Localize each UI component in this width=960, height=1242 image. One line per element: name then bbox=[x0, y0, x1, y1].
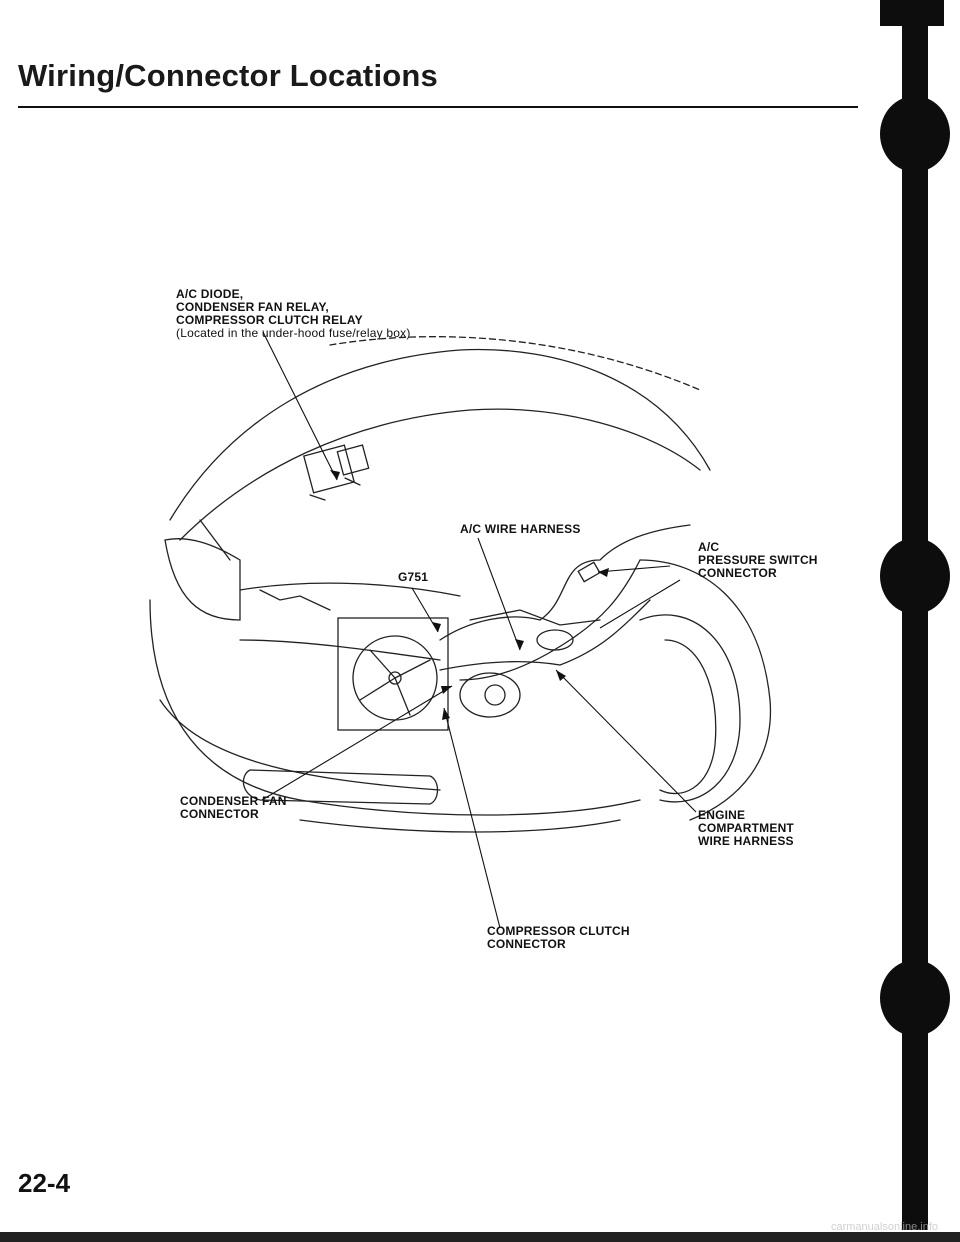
relay-box-callout-line: CONDENSER FAN RELAY, bbox=[176, 300, 329, 314]
title-underline bbox=[18, 106, 858, 108]
grille-slot bbox=[242, 769, 439, 805]
engine-harness-callout-line: COMPARTMENT bbox=[698, 821, 794, 835]
bottom-strip bbox=[0, 1232, 960, 1242]
ground-callout: G751 bbox=[398, 570, 429, 584]
wheel bbox=[659, 639, 717, 795]
hood-outline bbox=[169, 348, 711, 521]
condenser-frame bbox=[337, 617, 449, 731]
leader-engine-harness bbox=[555, 669, 697, 813]
binding-tab bbox=[880, 960, 950, 1036]
page-title: Wiring/Connector Locations bbox=[18, 58, 438, 93]
bumper-lower bbox=[159, 699, 441, 791]
hood-edge bbox=[179, 408, 701, 541]
right-fender bbox=[639, 559, 772, 821]
watermark: carmanualsonline.info bbox=[830, 1221, 938, 1233]
wheel-arch bbox=[639, 614, 741, 803]
pressure-switch-callout-line: CONNECTOR bbox=[698, 566, 777, 580]
left-headlight bbox=[164, 538, 241, 621]
reservoir bbox=[536, 629, 574, 651]
wire-harness-callout: A/C WIRE HARNESS bbox=[460, 522, 581, 536]
clutch-callout-line: CONNECTOR bbox=[487, 937, 566, 951]
binding-bar-top bbox=[880, 0, 944, 26]
leader-pressure-switch bbox=[597, 565, 671, 573]
leader-condenser-fan bbox=[261, 685, 453, 801]
condenser-fan-callout: CONDENSER FAN CONNECTOR bbox=[180, 795, 287, 821]
front-bumper bbox=[149, 599, 641, 816]
leader-clutch bbox=[443, 707, 501, 929]
relay-box-callout-line: A/C DIODE, bbox=[176, 287, 244, 301]
grille-top bbox=[239, 582, 461, 597]
clutch-callout-line: COMPRESSOR CLUTCH bbox=[487, 924, 630, 938]
leader-pressure-switch-2 bbox=[599, 579, 681, 629]
pressure-switch-callout-line: A/C bbox=[698, 540, 720, 554]
engine-harness-callout-line: ENGINE bbox=[698, 808, 746, 822]
engine-harness-callout-line: WIRE HARNESS bbox=[698, 834, 794, 848]
pressure-switch-connector bbox=[577, 561, 601, 583]
engine-harness bbox=[439, 599, 651, 671]
pressure-switch-callout-line: PRESSURE SWITCH bbox=[698, 553, 818, 567]
condenser-fan-callout-line: CONDENSER FAN bbox=[180, 794, 287, 808]
windshield-line bbox=[329, 336, 701, 391]
ac-compressor bbox=[459, 672, 521, 718]
grille-bottom bbox=[239, 639, 441, 661]
relay-box-callout-note: (Located in the under-hood fuse/relay bo… bbox=[176, 326, 411, 340]
condenser-fan-callout-line: CONNECTOR bbox=[180, 807, 259, 821]
ac-wire-harness bbox=[439, 524, 691, 641]
leader-wire-harness bbox=[477, 537, 521, 651]
pressure-switch-callout: A/C PRESSURE SWITCH CONNECTOR bbox=[698, 541, 818, 580]
engine-harness-callout: ENGINE COMPARTMENT WIRE HARNESS bbox=[698, 809, 794, 848]
binding-tab bbox=[880, 96, 950, 172]
bumper-chin bbox=[299, 819, 621, 833]
relay-box-callout: A/C DIODE, CONDENSER FAN RELAY, COMPRESS… bbox=[176, 288, 411, 340]
fuse-relay-box bbox=[303, 444, 355, 494]
relay-box-callout-line: COMPRESSOR CLUTCH RELAY bbox=[176, 313, 363, 327]
page-number: 22-4 bbox=[18, 1168, 71, 1198]
binding-tab bbox=[880, 538, 950, 614]
clutch-callout: COMPRESSOR CLUTCH CONNECTOR bbox=[487, 925, 630, 951]
leader-relay-box bbox=[262, 331, 338, 481]
